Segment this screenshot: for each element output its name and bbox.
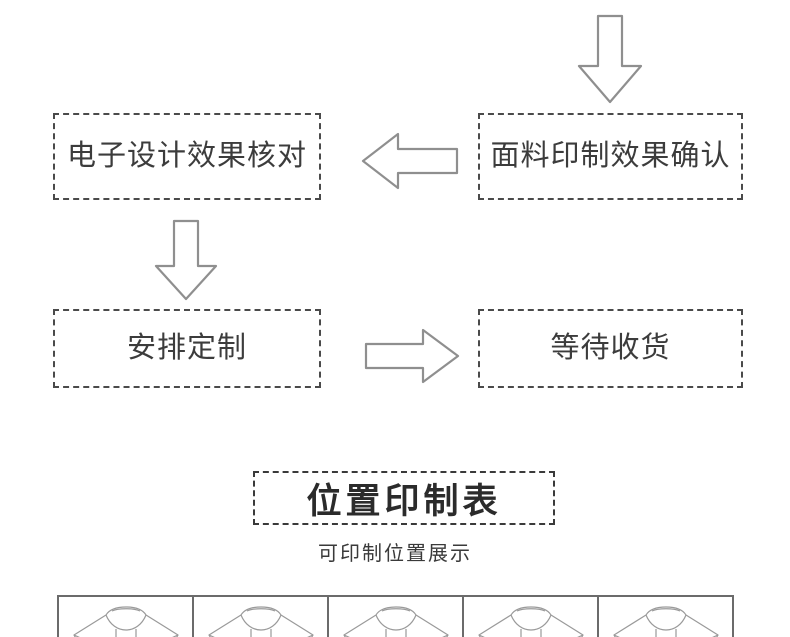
table-cell[interactable] (464, 597, 599, 637)
flow-box-label: 安排定制 (126, 332, 247, 364)
table-cell[interactable] (194, 597, 329, 637)
flow-box-design-check[interactable]: 电子设计效果核对 (53, 113, 321, 200)
arrow-left-icon (360, 131, 460, 191)
print-position-table (57, 595, 734, 637)
table-cell[interactable] (599, 597, 734, 637)
flow-box-label: 面料印制效果确认 (490, 140, 731, 172)
section-title-box: 位置印制表 (253, 471, 555, 525)
flow-box-wait-delivery[interactable]: 等待收货 (478, 309, 743, 388)
garment-front-icon (469, 601, 593, 637)
garment-front-icon (604, 601, 728, 637)
arrow-down-icon (572, 14, 648, 104)
section-subtitle: 可印制位置展示 (318, 543, 472, 565)
flow-box-fabric-confirm[interactable]: 面料印制效果确认 (478, 113, 743, 200)
garment-front-icon (199, 601, 323, 637)
arrow-right-icon (363, 327, 461, 385)
arrow-down-icon (150, 219, 222, 301)
garment-front-icon (334, 601, 458, 637)
flow-box-label: 等待收货 (550, 332, 671, 364)
table-cell[interactable] (59, 597, 194, 637)
page-title: 位置印制表 (306, 481, 502, 521)
table-cell[interactable] (329, 597, 464, 637)
garment-front-icon (64, 601, 188, 637)
flow-box-label: 电子设计效果核对 (66, 140, 307, 172)
flow-box-arrange-custom[interactable]: 安排定制 (53, 309, 321, 388)
